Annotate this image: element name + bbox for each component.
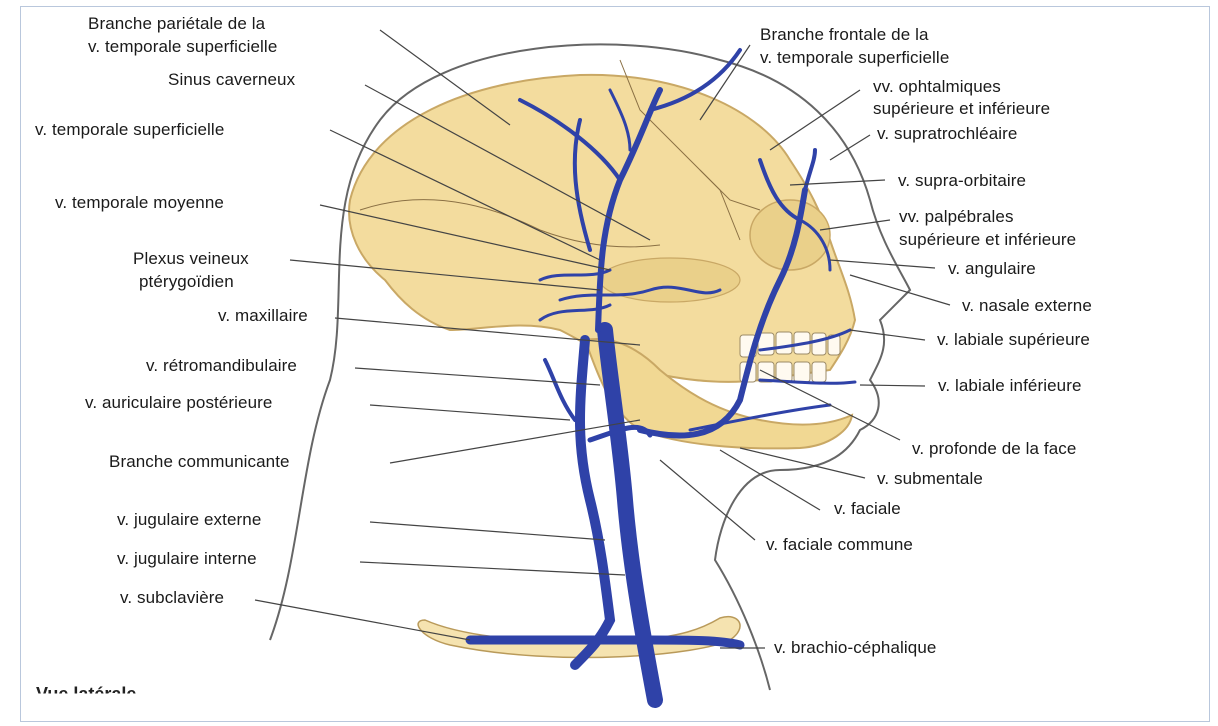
label-sinus-caverneux: Sinus caverneux: [168, 70, 295, 90]
label-branche-parietale-1: Branche pariétale de la: [88, 14, 265, 34]
label-profonde-face: v. profonde de la face: [912, 439, 1076, 459]
label-subclaviere: v. subclavière: [120, 588, 224, 608]
label-supratrochleaire: v. supratrochléaire: [877, 124, 1017, 144]
label-angulaire: v. angulaire: [948, 259, 1036, 279]
label-maxillaire: v. maxillaire: [218, 306, 308, 326]
label-temporale-moyenne: v. temporale moyenne: [55, 193, 224, 213]
label-branche-frontale-1: Branche frontale de la: [760, 25, 929, 45]
label-branche-parietale-2: v. temporale superficielle: [88, 37, 277, 57]
label-nasale-externe: v. nasale externe: [962, 296, 1092, 316]
label-plexus-1: Plexus veineux: [133, 249, 249, 269]
label-jugulaire-externe: v. jugulaire externe: [117, 510, 261, 530]
label-plexus-2: ptérygoïdien: [139, 272, 234, 292]
label-ophtalmiques-1: vv. ophtalmiques: [873, 77, 1001, 97]
label-ophtalmiques-2: supérieure et inférieure: [873, 99, 1050, 119]
label-palpebrales-2: supérieure et inférieure: [899, 230, 1076, 250]
label-branche-communicante: Branche communicante: [109, 452, 290, 472]
label-jugulaire-interne: v. jugulaire interne: [117, 549, 257, 569]
label-palpebrales-1: vv. palpébrales: [899, 207, 1014, 227]
label-auriculaire-posterieure: v. auriculaire postérieure: [85, 393, 272, 413]
label-supra-orbitaire: v. supra-orbitaire: [898, 171, 1026, 191]
label-faciale: v. faciale: [834, 499, 901, 519]
label-branche-frontale-2: v. temporale superficielle: [760, 48, 949, 68]
label-labiale-superieure: v. labiale supérieure: [937, 330, 1090, 350]
label-faciale-commune: v. faciale commune: [766, 535, 913, 555]
label-labiale-inferieure: v. labiale inférieure: [938, 376, 1082, 396]
label-brachio-cephalique: v. brachio-céphalique: [774, 638, 936, 658]
label-retromandibulaire: v. rétromandibulaire: [146, 356, 297, 376]
label-temporale-superficielle: v. temporale superficielle: [35, 120, 224, 140]
label-submentale: v. submentale: [877, 469, 983, 489]
